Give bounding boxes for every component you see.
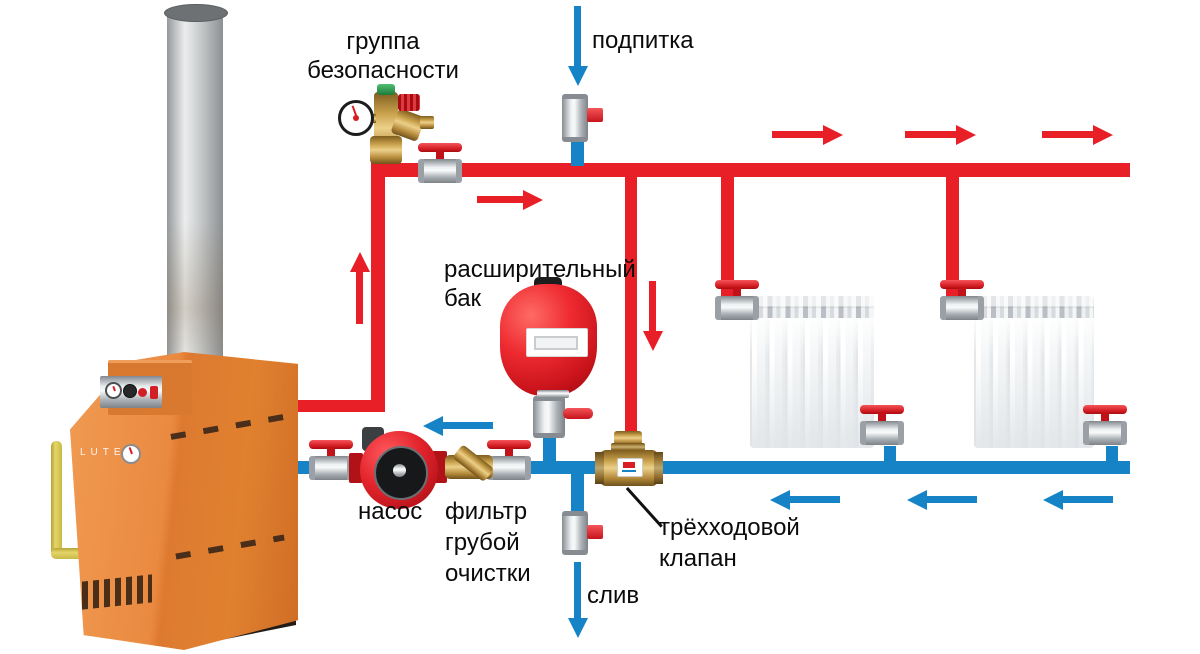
return-flow-arrow (1043, 489, 1113, 510)
makeup-pipe-stub (571, 138, 584, 166)
safety-group-base (370, 136, 402, 164)
filter-label: фильтр грубой очистки (445, 498, 531, 587)
radiator-2-return-valve[interactable] (1083, 405, 1127, 445)
safety-group-label: группа безопасности (307, 28, 459, 84)
radiator-1-return-valve[interactable] (860, 405, 904, 445)
expansion-tank-valve[interactable] (533, 396, 595, 438)
panel-knob[interactable] (123, 384, 137, 398)
pressure-gauge (338, 100, 374, 136)
boiler-brand-label: LUTEX (80, 447, 138, 458)
drain-valve[interactable] (562, 511, 604, 555)
return-ball-valve-filter-side[interactable] (487, 440, 531, 480)
three-way-valve-label: трёхходовой клапан (659, 514, 800, 572)
pump-hub (393, 464, 406, 477)
three-way-valve-top-stub (614, 431, 642, 445)
supply-flow-arrow (477, 189, 543, 210)
supply-main-pipe (371, 163, 1130, 177)
supply-drop-radiator-1 (721, 177, 734, 302)
radiator-1-return-stub (884, 446, 896, 463)
supply-flow-arrow (1042, 124, 1113, 145)
safety-valve-outlet (420, 116, 434, 129)
makeup-label: подпитка (592, 27, 694, 54)
expansion-tank-label: расширительный бак (444, 256, 636, 312)
supply-flow-arrow-down (642, 281, 663, 351)
supply-ball-valve[interactable] (418, 143, 462, 183)
gas-pipe-elbow (51, 548, 85, 559)
safety-group (336, 84, 470, 164)
drain-label: слив (587, 582, 640, 609)
boiler-chimney (167, 8, 223, 394)
supply-flow-arrow (905, 124, 976, 145)
return-flow-arrow (423, 415, 493, 436)
panel-red-button[interactable] (138, 388, 147, 397)
supply-drop-to-three-way-valve (625, 177, 637, 439)
radiator-1-supply-valve[interactable] (715, 280, 759, 320)
three-way-valve-top-flange (611, 443, 645, 451)
three-way-valve-label-plate (617, 458, 643, 477)
panel-thermometer-icon (105, 382, 122, 399)
supply-drop-radiator-2 (946, 177, 959, 302)
expansion-tank-flange (537, 390, 569, 398)
return-flow-arrow (770, 489, 840, 510)
air-vent-green-cap (377, 84, 395, 95)
pump-label: насос (358, 498, 423, 525)
boiler-supply-outlet-pipe (287, 400, 385, 412)
boiler-front-gauge (121, 444, 141, 464)
supply-flow-arrow (772, 124, 843, 145)
radiator-2-return-stub (1106, 446, 1118, 463)
makeup-flow-arrow (567, 6, 588, 86)
gas-pipe (51, 441, 62, 557)
radiator-2-supply-valve[interactable] (940, 280, 984, 320)
pointer-line (625, 487, 663, 528)
radiator-2 (974, 296, 1094, 448)
drain-flow-arrow (567, 562, 588, 638)
pump-flange-left (349, 453, 363, 483)
three-way-valve-flange-right (654, 452, 663, 484)
radiator-1 (750, 296, 874, 448)
supply-riser-pipe (371, 163, 385, 412)
tank-valve-lever[interactable] (563, 408, 593, 419)
expansion-tank-label-plate (526, 328, 588, 357)
return-flow-arrow (907, 489, 977, 510)
panel-power-switch[interactable] (150, 386, 158, 399)
safety-valve-red-cap (398, 94, 420, 111)
three-way-valve-flange-left (595, 452, 604, 484)
makeup-valve[interactable] (562, 94, 604, 142)
supply-flow-arrow-up (349, 252, 370, 324)
return-ball-valve-boiler-side[interactable] (309, 440, 353, 480)
expansion-tank-pipe-stub (543, 435, 556, 463)
pump-nameplate (374, 446, 428, 500)
chimney-cap (164, 4, 228, 22)
drain-pipe-stub (571, 472, 584, 517)
